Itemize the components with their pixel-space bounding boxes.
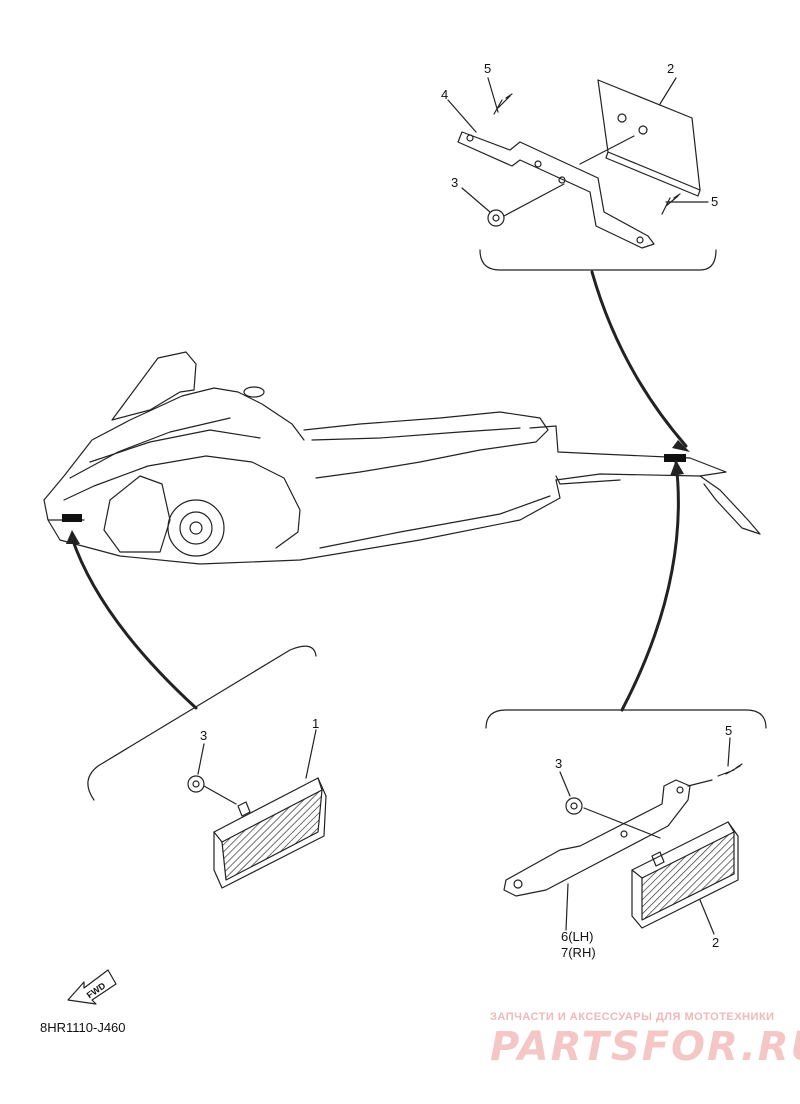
top-reflector-side: [605, 151, 701, 197]
watermark-tagline: ЗАПЧАСТИ И АКСЕССУАРЫ ДЛЯ МОТОТЕХНИКИ: [490, 1011, 775, 1023]
callout-rear-6: 6(LH): [561, 929, 594, 944]
rear-detail-arrow: [620, 460, 680, 712]
top-reflector-stud: [638, 125, 648, 135]
bracket-hole: [534, 160, 542, 168]
top-detail-group: [447, 77, 717, 271]
top-detail-arrow: [590, 270, 688, 448]
callout-rear-7: 7(RH): [561, 945, 596, 960]
top-detail-frame: [479, 249, 717, 271]
bracket-hole: [636, 236, 644, 244]
callout-front-3: 3: [200, 728, 207, 743]
callout-rear-3: 3: [555, 756, 562, 771]
diagram-code: 8HR1110-J460: [40, 1020, 126, 1035]
front-detail-frame: [87, 645, 317, 801]
rear-bracket: [503, 779, 691, 897]
callout-rear-5: 5: [725, 723, 732, 738]
top-rivet-right: [661, 193, 681, 215]
top-reflector-plate: [597, 79, 701, 191]
rear-detail-frame: [485, 709, 767, 729]
fwd-arrow-icon: [67, 969, 117, 1005]
top-reflector-stud: [617, 113, 627, 123]
front-detail-group: [87, 645, 327, 889]
bracket-hole: [558, 176, 566, 184]
callout-top-5b: 5: [711, 194, 718, 209]
callout-top-4: 4: [441, 87, 448, 102]
callout-top-2: 2: [667, 61, 674, 76]
top-nut: [487, 209, 505, 227]
top-nut-hole: [492, 214, 500, 222]
drive-pulley: [167, 499, 225, 557]
front-nut: [187, 775, 205, 793]
front-detail-arrow: [70, 536, 198, 710]
front-reflector-marker: [62, 514, 82, 522]
rear-rivet: [717, 763, 743, 777]
watermark-brand: PARTSFOR.RU: [490, 1024, 800, 1070]
top-bracket: [457, 131, 655, 249]
callout-top-5a: 5: [484, 61, 491, 76]
callout-top-3: 3: [451, 175, 458, 190]
rear-nut: [565, 797, 583, 815]
rear-detail-group: [485, 709, 767, 935]
top-rivet-upper: [493, 93, 513, 115]
callout-front-1: 1: [312, 716, 319, 731]
top-leader-lines: [447, 77, 709, 217]
rear-reflector-marker: [664, 454, 686, 462]
snowmobile-outline: [43, 351, 761, 565]
callout-rear-2: 2: [712, 935, 719, 950]
bracket-hole: [466, 134, 474, 142]
